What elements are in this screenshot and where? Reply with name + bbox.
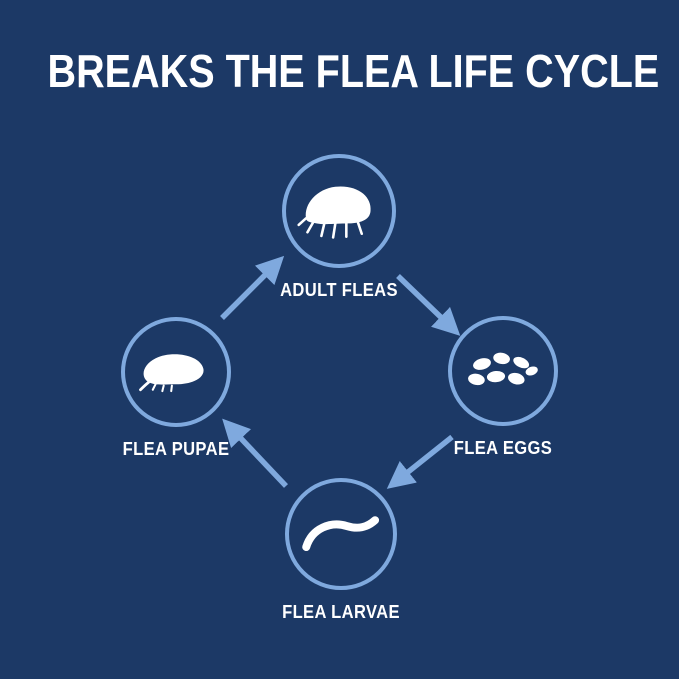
node-adult-fleas: ADULT FLEAS xyxy=(280,154,398,300)
adult-fleas-circle xyxy=(282,154,396,268)
flea-eggs-circle xyxy=(448,316,558,426)
flea-pupae-circle xyxy=(121,317,231,427)
arrow-adult-to-eggs xyxy=(396,274,461,336)
pupa-icon xyxy=(139,354,204,393)
node-label-flea-larvae: FLEA LARVAE xyxy=(282,602,400,622)
flea-larvae-circle xyxy=(285,478,397,590)
node-flea-pupae: FLEA PUPAE xyxy=(121,317,231,459)
node-flea-eggs: FLEA EGGS xyxy=(448,316,558,458)
node-flea-larvae: FLEA LARVAE xyxy=(282,478,400,622)
arrow-pupae-to-adult xyxy=(220,255,285,320)
node-label-flea-eggs: FLEA EGGS xyxy=(453,438,553,458)
larva-icon xyxy=(302,516,380,552)
arrow-larvae-to-pupae xyxy=(222,418,288,488)
flea-icon xyxy=(297,186,371,239)
arrow-eggs-to-larvae xyxy=(386,434,454,489)
node-label-adult-fleas: ADULT FLEAS xyxy=(280,280,398,300)
eggs-icon xyxy=(468,352,538,386)
page-title: BREAKS THE FLEA LIFE CYCLE xyxy=(47,45,660,97)
node-label-flea-pupae: FLEA PUPAE xyxy=(122,439,230,459)
